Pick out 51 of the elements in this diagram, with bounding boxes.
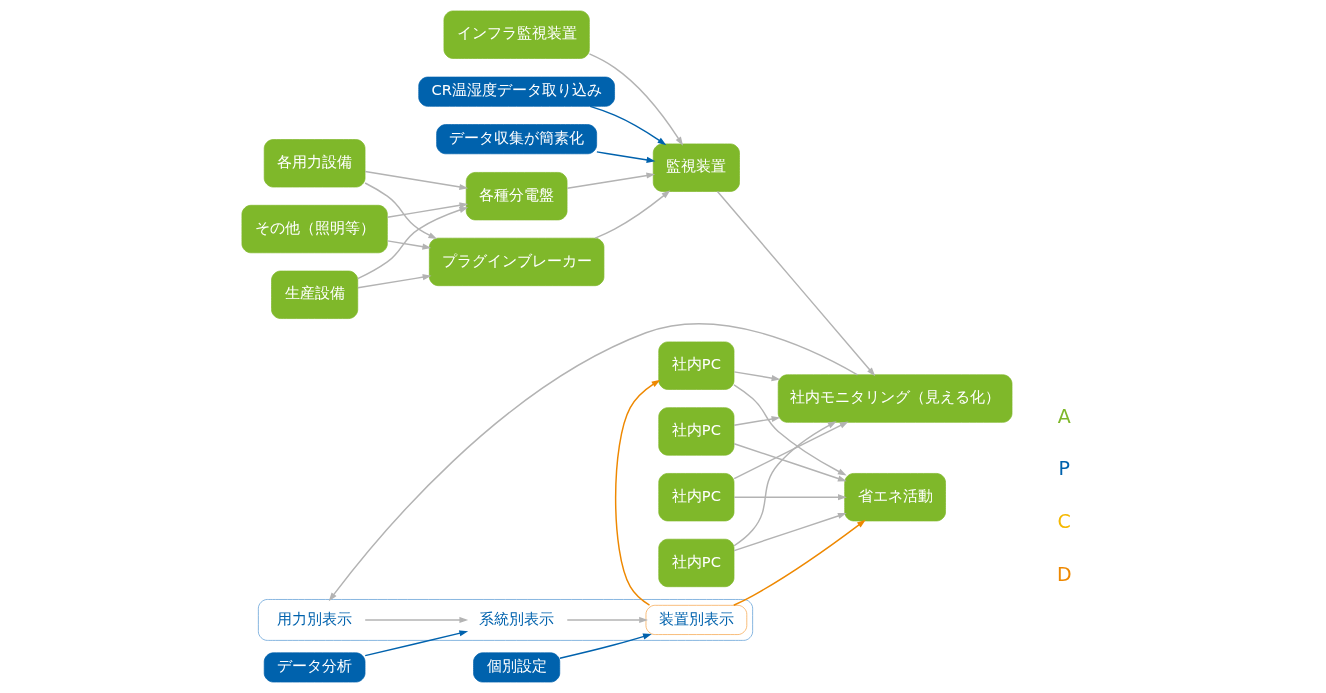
arrow (558, 633, 652, 659)
node-box: データ収集が簡素化 (435, 124, 597, 155)
node-box: 社内PC (657, 473, 734, 522)
node-box: 省エネ活動 (843, 473, 946, 522)
arrow (328, 323, 858, 602)
node-text: 系統別表示 (478, 609, 554, 627)
arrow (732, 421, 837, 547)
label: P (1058, 457, 1070, 480)
node-box: プラグインブレーカー (428, 237, 604, 287)
node-box: データ分析 (263, 652, 365, 683)
arrow (588, 105, 666, 146)
arrow (363, 630, 468, 657)
node-box: その他（照明等） (241, 204, 388, 254)
arrow (733, 443, 847, 482)
arrow (733, 421, 849, 480)
node-box: 個別設定 (472, 652, 560, 683)
node-box: 社内PC (657, 341, 734, 390)
arrow (716, 190, 875, 377)
node-box: 社内PC (657, 538, 734, 588)
node-box: 監視装置 (652, 143, 740, 192)
node-box: 装置別表示 (645, 604, 747, 635)
arrow (733, 415, 780, 426)
arrow (363, 616, 468, 623)
label: D (1056, 562, 1072, 585)
arrow (356, 274, 431, 289)
arrow (386, 202, 468, 218)
arrow (732, 519, 866, 606)
arrow (594, 190, 670, 239)
node-box: 社内モニタリング（見える化） (777, 374, 1012, 423)
arrow (733, 494, 847, 501)
arrow (733, 512, 847, 552)
node-box: 生産設備 (270, 270, 358, 319)
arrow (595, 151, 655, 163)
node-box: 各種分電盤 (465, 172, 567, 221)
node-box: 各用力設備 (263, 139, 365, 188)
arrow (732, 384, 847, 476)
arrow (588, 53, 683, 146)
node-text: 用力別表示 (276, 609, 352, 627)
arrow (386, 240, 431, 250)
arrow (566, 172, 655, 189)
label: C (1057, 510, 1071, 533)
arrow (363, 170, 468, 190)
arrow (566, 616, 648, 623)
node-box: 社内PC (657, 407, 734, 456)
node-box: インフラ監視装置 (443, 10, 590, 59)
label: A (1057, 404, 1071, 427)
node-box: CR温湿度データ取り込み (417, 76, 615, 107)
arrow (733, 371, 780, 382)
arrow (363, 182, 437, 240)
arrow (614, 379, 660, 606)
arrow (356, 207, 468, 280)
